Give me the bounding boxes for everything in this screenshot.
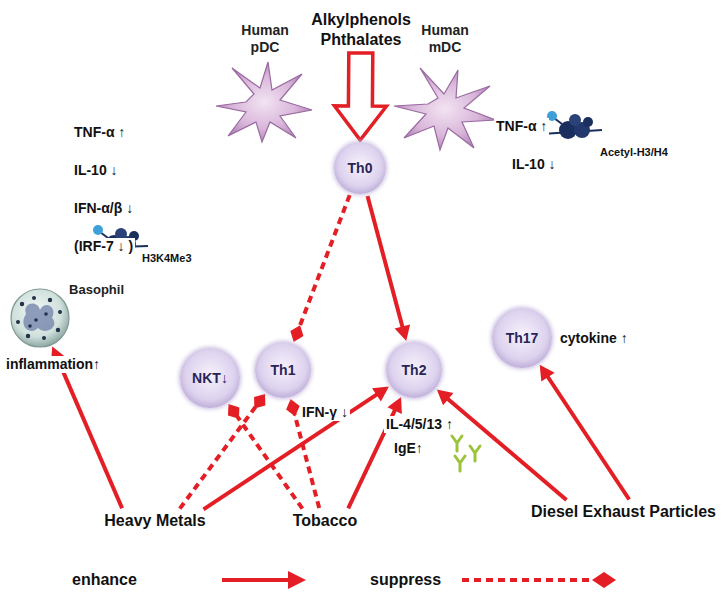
legend-sample xyxy=(222,571,616,589)
annotation-label: inflammation↑ xyxy=(4,356,102,373)
enhance-connector xyxy=(368,196,411,341)
suppress-connector xyxy=(180,394,266,509)
annotation-label: IFN-α/β ↓ xyxy=(72,200,135,217)
pdc-cell xyxy=(216,62,312,142)
node-text: Tobacco xyxy=(293,511,358,531)
annotation-label: IFN-γ ↓ xyxy=(300,404,350,421)
antibody-icon xyxy=(452,436,480,471)
annotation-label: TNF-α ↑ xyxy=(72,124,127,141)
node-text: Alkylphenols Phthalates xyxy=(296,10,426,50)
nkt-cell: NKT↓ xyxy=(180,348,240,408)
node-text: Basophil xyxy=(67,282,126,297)
node-text: Th17 xyxy=(506,330,539,346)
node-text: Diesel Exhaust Particles xyxy=(531,502,716,522)
nucleosome-icon xyxy=(542,111,602,139)
annotation-label: IgE↑ xyxy=(392,440,425,457)
pollutant-label: Alkylphenols Phthalates xyxy=(296,10,426,50)
pollutant-label: Diesel Exhaust Particles xyxy=(531,502,716,522)
basophil-cell xyxy=(11,289,69,347)
node-text: Human pDC xyxy=(235,22,295,56)
node-text: Th2 xyxy=(402,362,427,378)
pollutant-label: Heavy Metals xyxy=(104,511,205,531)
annotation-label: TNF-α ↑ xyxy=(494,118,549,135)
enhance-connector xyxy=(204,387,389,510)
annotation-label: IL-10 ↓ xyxy=(510,156,558,173)
enhance-connector xyxy=(540,365,630,500)
legend-text: suppress xyxy=(368,570,443,589)
mdc-cell xyxy=(394,68,496,150)
node-text: NKT↓ xyxy=(192,370,228,386)
basophil-cell: Basophil xyxy=(8,280,126,350)
annotation-label: IL-4/5/13 ↑ xyxy=(384,416,455,433)
legend-text: enhance xyxy=(70,570,139,589)
suppress-connector xyxy=(228,404,302,508)
dendritic-cell: Human pDC xyxy=(215,22,315,152)
node-text: Heavy Metals xyxy=(104,511,205,531)
node-text: Th0 xyxy=(348,160,373,176)
t-cell: Th0 xyxy=(334,142,386,194)
suppress-connector xyxy=(290,195,349,342)
t-cell: Th17 xyxy=(492,308,552,368)
enhance-connector xyxy=(334,53,386,140)
node-text: Human mDC xyxy=(415,22,475,56)
annotation-label: H3K4Me3 xyxy=(140,252,194,265)
annotation-label: (IRF-7 ↓ ) xyxy=(72,238,135,255)
node-text: Th1 xyxy=(271,362,296,378)
dendritic-cell: Human mDC xyxy=(395,22,495,156)
annotation-label: Acetyl-H3/H4 xyxy=(598,146,670,159)
annotation-label: IL-10 ↓ xyxy=(72,162,120,179)
annotation-label: cytokine ↑ xyxy=(558,330,630,347)
pollutant-label: Tobacco xyxy=(293,511,358,531)
t-cell: Th2 xyxy=(386,342,442,398)
enhance-connector xyxy=(437,389,567,500)
t-cell: Th1 xyxy=(255,342,311,398)
